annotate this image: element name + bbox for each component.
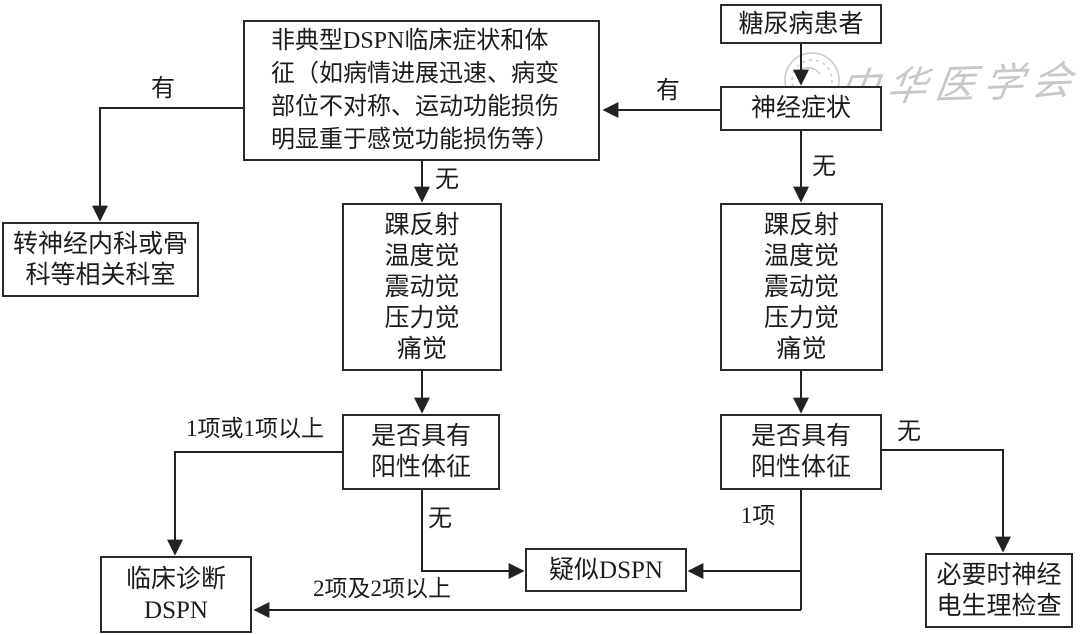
node-atypical-dspn-line4: 明显重于感觉功能损伤等） bbox=[271, 126, 559, 153]
node-diabetes-patient: 糖尿病患者 bbox=[720, 4, 882, 44]
node-positive-mid-line2: 阳性体征 bbox=[370, 454, 471, 481]
node-clinical-dspn-line2: DSPN bbox=[144, 596, 208, 624]
node-exam-mid-line5: 痛觉 bbox=[396, 335, 447, 363]
node-positive-mid-line1: 是否具有 bbox=[370, 423, 471, 450]
node-referral: 转神经内科或骨 科等相关科室 bbox=[2, 222, 199, 297]
node-positive-mid: 是否具有 阳性体征 bbox=[342, 414, 500, 490]
node-exam-mid: 踝反射 温度觉 震动觉 压力觉 痛觉 bbox=[342, 203, 502, 371]
node-electrophysiology-line2: 电生理检查 bbox=[936, 592, 1062, 620]
node-atypical-dspn: 非典型DSPN临床症状和体 征（如病情进展迅速、病变 部位不对称、运动功能损伤 … bbox=[243, 20, 600, 161]
node-positive-right: 是否具有 阳性体征 bbox=[720, 414, 882, 490]
node-electrophysiology-line1: 必要时神经 bbox=[936, 561, 1062, 589]
node-atypical-dspn-line1: 非典型DSPN临床症状和体 bbox=[271, 27, 549, 54]
node-atypical-dspn-line2: 征（如病情进展迅速、病变 bbox=[271, 60, 559, 87]
node-exam-mid-line4: 压力觉 bbox=[384, 304, 460, 332]
edge-label-one-or-more: 1项或1项以上 bbox=[186, 416, 324, 441]
node-electrophysiology: 必要时神经 电生理检查 bbox=[925, 553, 1073, 628]
edge-label-no-positive-mid: 无 bbox=[428, 506, 452, 532]
edge-label-has-left: 有 bbox=[151, 76, 175, 102]
node-clinical-dspn: 临床诊断 DSPN bbox=[100, 556, 252, 633]
edge-label-two-or-more: 2项及2项以上 bbox=[313, 576, 451, 601]
edge-label-no-neuro: 无 bbox=[812, 154, 836, 180]
node-neuro-symptom: 神经症状 bbox=[720, 86, 882, 131]
node-referral-line1: 转神经内科或骨 bbox=[12, 230, 188, 258]
node-exam-right-line2: 温度觉 bbox=[763, 242, 839, 270]
node-neuro-symptom-label: 神经症状 bbox=[750, 95, 851, 122]
node-exam-mid-line1: 踝反射 bbox=[384, 211, 460, 239]
edge-label-no-positive-right: 无 bbox=[897, 419, 921, 445]
node-atypical-dspn-line3: 部位不对称、运动功能损伤 bbox=[271, 93, 559, 120]
node-positive-right-line1: 是否具有 bbox=[750, 423, 851, 450]
node-suspected-dspn: 疑似DSPN bbox=[525, 548, 687, 592]
node-suspected-dspn-label: 疑似DSPN bbox=[549, 556, 663, 584]
node-exam-right-line3: 震动觉 bbox=[763, 273, 839, 301]
node-clinical-dspn-line1: 临床诊断 bbox=[125, 565, 226, 593]
node-exam-right: 踝反射 温度觉 震动觉 压力觉 痛觉 bbox=[720, 203, 883, 371]
node-positive-right-line2: 阳性体征 bbox=[750, 454, 851, 481]
edge-label-has-right: 有 bbox=[656, 78, 680, 104]
edge-label-one-item: 1项 bbox=[740, 503, 776, 528]
node-exam-mid-line2: 温度觉 bbox=[384, 242, 460, 270]
node-exam-right-line5: 痛觉 bbox=[776, 335, 827, 363]
node-exam-right-line1: 踝反射 bbox=[763, 211, 839, 239]
node-exam-right-line4: 压力觉 bbox=[763, 304, 839, 332]
node-referral-line2: 科等相关科室 bbox=[25, 261, 176, 289]
node-diabetes-patient-label: 糖尿病患者 bbox=[738, 10, 864, 38]
edge-label-no-atypical: 无 bbox=[435, 167, 459, 193]
node-exam-mid-line3: 震动觉 bbox=[384, 273, 460, 301]
